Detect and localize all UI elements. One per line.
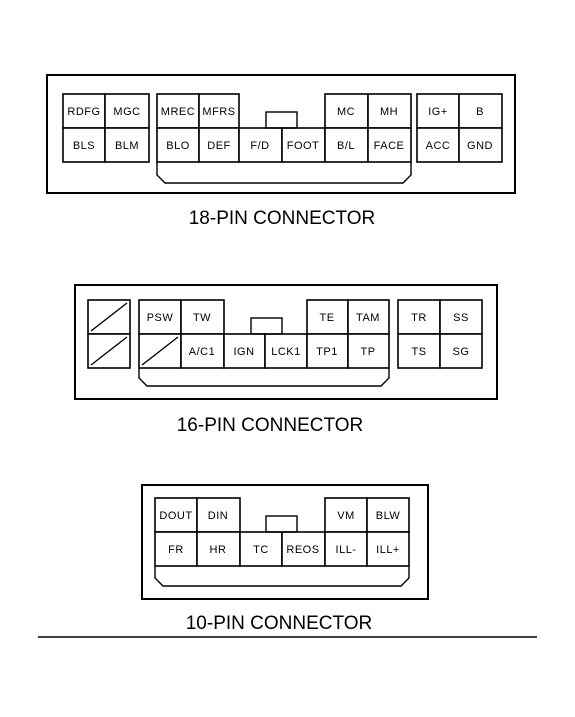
connector-16-middle-block: PSW TW TE TAM A/C1 IGN LCK1 TP1 TP: [138, 299, 390, 387]
connector-18-middle-block: MREC MFRS MC MH BLO DEF F/D FOOT B/L FAC…: [156, 93, 412, 184]
pin-label: ILL-: [336, 544, 357, 556]
pin-label: SS: [453, 312, 469, 324]
pin-label: DIN: [208, 510, 228, 522]
pin-label: BLS: [73, 140, 95, 152]
connector-16-title: 16-PIN CONNECTOR: [177, 415, 364, 436]
connector-18-title: 18-PIN CONNECTOR: [189, 208, 376, 229]
pin-label: VM: [337, 510, 355, 522]
pin-label: LCK1: [271, 346, 301, 358]
blank-pin-slash: [90, 336, 128, 366]
pin-label: B: [476, 106, 484, 118]
pin-label: MH: [380, 106, 398, 118]
pin-label: F/D: [250, 140, 269, 152]
pin-label: TS: [411, 346, 426, 358]
pin-label: TC: [253, 544, 269, 556]
pin-label: A/C1: [189, 346, 215, 358]
pin-label: TR: [411, 312, 427, 324]
connector-10-key-tab: [265, 515, 298, 533]
pin-label: TAM: [356, 312, 380, 324]
connector-18-key-tab: [265, 111, 298, 129]
connector-10-outer-frame: [141, 484, 429, 600]
blank-pin-slash: [141, 336, 179, 366]
pin-label: FR: [168, 544, 184, 556]
connector-16-latch-outline: [138, 368, 390, 387]
pin-label: BLM: [115, 140, 139, 152]
pin-label: BLO: [166, 140, 190, 152]
pin-label: ACC: [426, 140, 451, 152]
pin-label: MC: [337, 106, 355, 118]
pin-label: MFRS: [202, 106, 235, 118]
pin-label: IGN: [233, 346, 254, 358]
pin-label: TP: [360, 346, 375, 358]
connector-10-title: 10-PIN CONNECTOR: [186, 613, 373, 634]
connector-16-right-block: TR SS TS SG: [397, 299, 483, 369]
connector-10-pin: DOUT DIN VM BLW FR HR TC REOS ILL- ILL+ …: [141, 484, 429, 634]
pin-label: TW: [193, 312, 211, 324]
pin-label: PSW: [147, 312, 174, 324]
pin-label: SG: [453, 346, 470, 358]
pin-label: IG+: [428, 106, 448, 118]
connector-10-middle-block: DOUT DIN VM BLW FR HR TC REOS ILL- ILL+: [154, 497, 410, 587]
blank-pin-slash: [90, 302, 128, 332]
pin-label: TE: [319, 312, 334, 324]
pin-label: B/L: [337, 140, 355, 152]
connector-18-left-block: RDFG MGC BLS BLM: [62, 93, 150, 163]
connector-18-right-block: IG+ B ACC GND: [416, 93, 503, 163]
pin-label: FACE: [374, 140, 405, 152]
connector-16-pin: PSW TW TE TAM A/C1 IGN LCK1 TP1 TP TR SS…: [74, 284, 498, 436]
connector-16-outer-frame: [74, 284, 498, 400]
connector-10-latch-outline: [154, 566, 410, 587]
pin-label: TP1: [316, 346, 338, 358]
pin-label: RDFG: [67, 106, 100, 118]
pin-label: MGC: [113, 106, 140, 118]
pin-label: GND: [467, 140, 493, 152]
connector-18-latch-outline: [156, 162, 412, 184]
connector-18-pin: RDFG MGC BLS BLM MREC MFRS MC MH BLO DEF: [46, 74, 516, 229]
pin-label: BLW: [376, 510, 401, 522]
connector-18-outer-frame: [46, 74, 516, 194]
pin-label: HR: [210, 544, 227, 556]
pin-label: FOOT: [287, 140, 320, 152]
connector-16-left-blank-block: [87, 299, 131, 369]
pin-label: DEF: [207, 140, 231, 152]
pin-label: MREC: [161, 106, 195, 118]
connector-16-key-tab: [250, 317, 283, 335]
pin-label: DOUT: [159, 510, 192, 522]
pin-label: ILL+: [376, 544, 400, 556]
pin-label: REOS: [286, 544, 319, 556]
